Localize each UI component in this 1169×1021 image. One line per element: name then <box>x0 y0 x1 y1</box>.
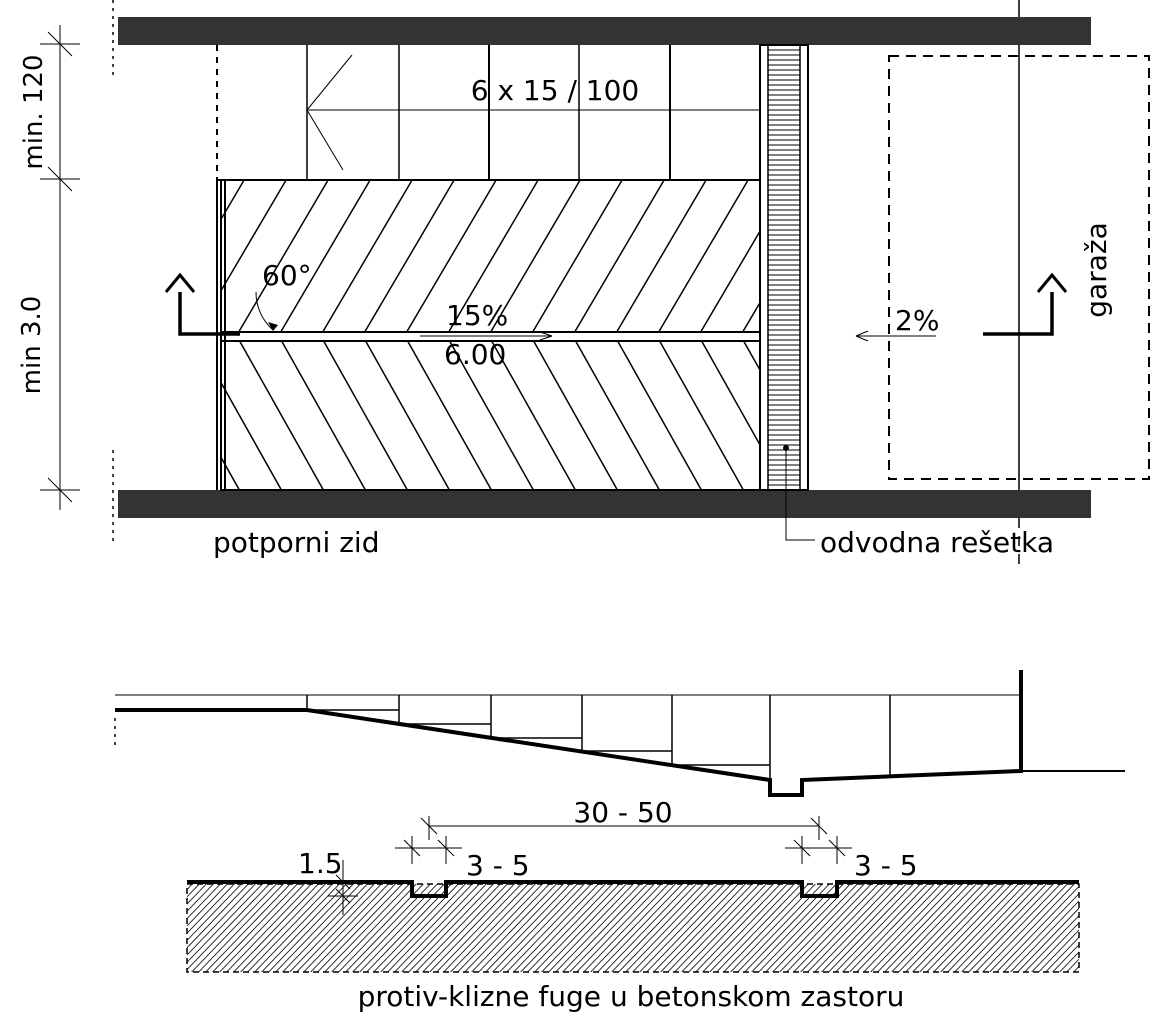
bottom-wall <box>118 490 1091 518</box>
angle-label: 60° <box>262 259 312 292</box>
garage-label: garaža <box>1080 222 1113 317</box>
dimension-vertical <box>40 25 80 510</box>
section-marker-right <box>983 272 1068 336</box>
width-right-label: 3 - 5 <box>854 849 918 882</box>
detail-caption: protiv-klizne fuge u betonskom zastoru <box>358 980 905 1013</box>
stair-label: 6 x 15 / 100 <box>471 74 640 107</box>
ramp-surface <box>216 179 761 491</box>
concrete-surface <box>187 880 1079 898</box>
drain-grate <box>759 44 815 541</box>
garage-slope-label: 2% <box>895 304 939 337</box>
dim-top-label: min. 120 <box>19 54 49 169</box>
drain-label: odvodna rešetka <box>820 526 1054 559</box>
groove-detail: 30 - 50 1.5 3 - 5 3 - 5 protiv-klizne fu… <box>186 796 1080 1013</box>
spacing-label: 30 - 50 <box>573 796 672 829</box>
garage-area <box>855 0 1150 572</box>
plan-view: min. 120 min 3.0 6 x 15 / 100 60° 15% 6.… <box>17 0 1150 572</box>
ramp-profile <box>115 670 1023 797</box>
stairs <box>216 45 761 181</box>
section-view <box>114 670 1125 797</box>
dim-main-label: min 3.0 <box>17 296 47 395</box>
wall-label: potporni zid <box>213 526 379 559</box>
width-left-label: 3 - 5 <box>466 849 530 882</box>
ramp-length-label: 6.00 <box>444 338 506 371</box>
top-wall <box>118 17 1091 45</box>
depth-label: 1.5 <box>298 847 343 880</box>
ramp-slope-label: 15% <box>446 299 508 332</box>
section-marker-left <box>164 272 240 336</box>
